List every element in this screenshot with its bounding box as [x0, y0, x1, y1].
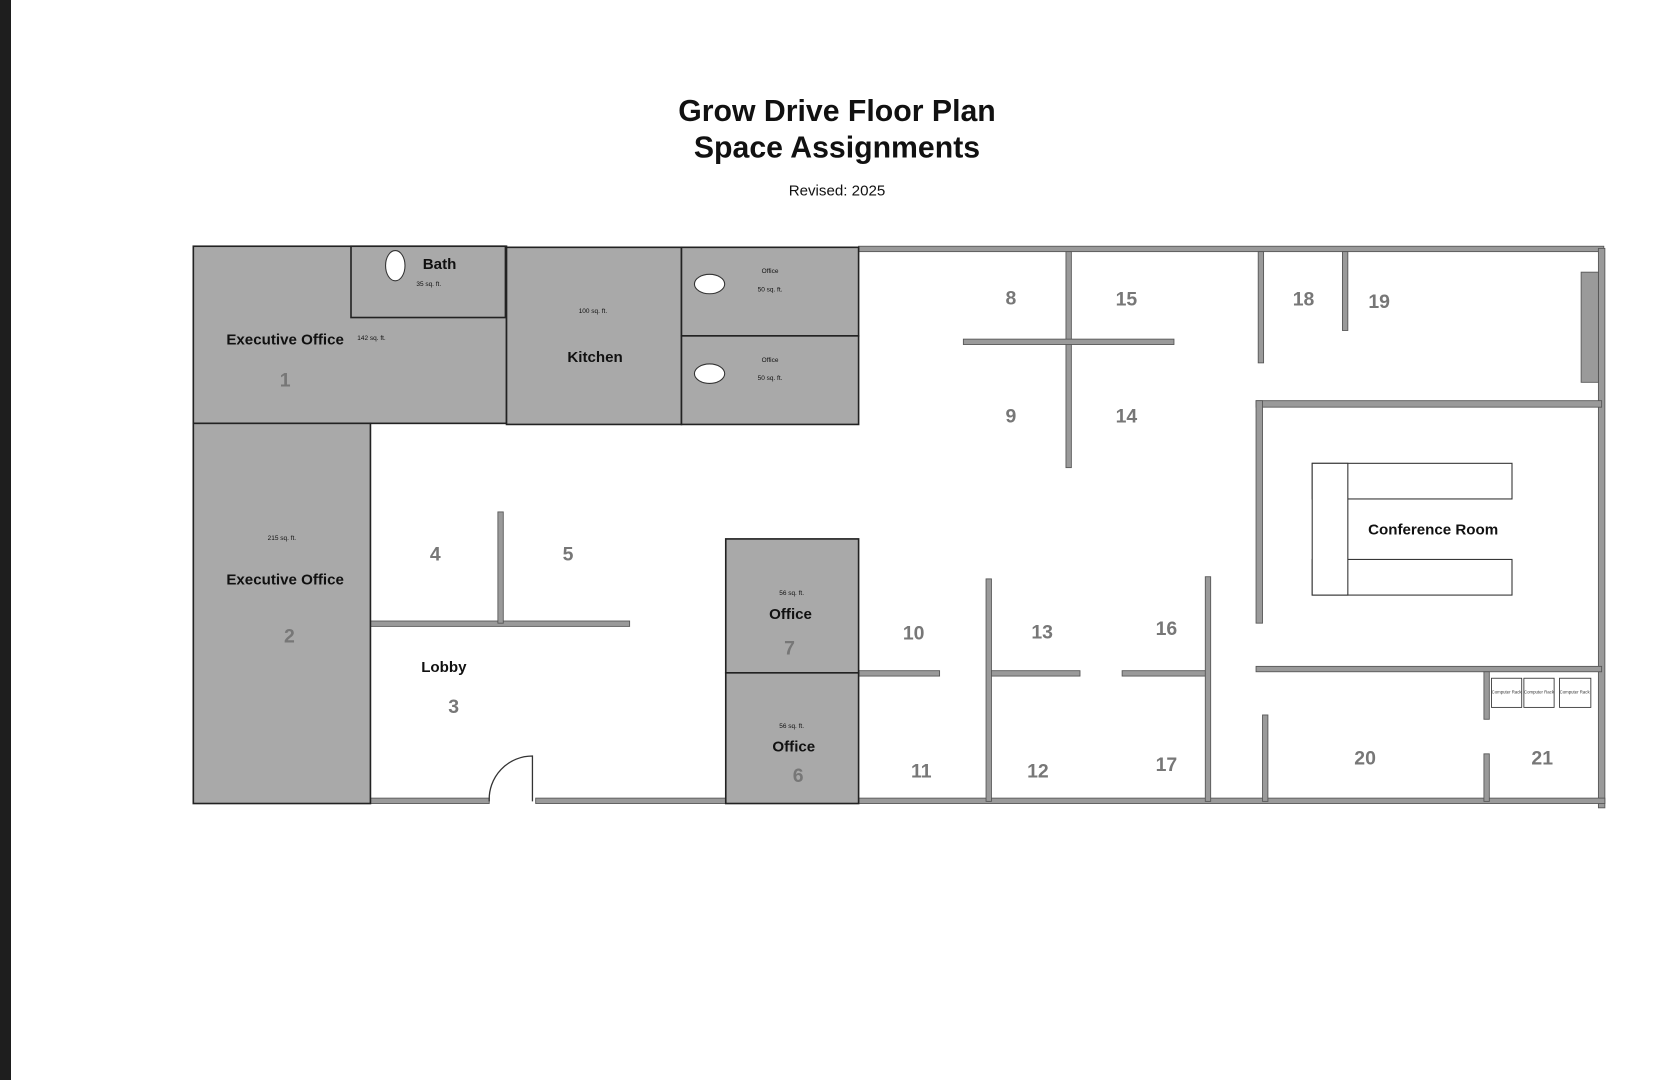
room-bath: Bath 35 sq. ft. — [350, 245, 507, 319]
room-office-6: 56 sq. ft. Office 6 — [724, 672, 860, 805]
toilet-icon — [385, 250, 406, 282]
room-area: 56 sq. ft. — [779, 590, 804, 597]
room-number: 3 — [448, 696, 459, 718]
room-label: Executive Office — [226, 332, 344, 349]
room-area: 35 sq. ft. — [416, 281, 441, 288]
workspace-9: 9 — [1005, 405, 1016, 427]
workspace-13: 13 — [1031, 621, 1053, 643]
workspace-4: 4 — [430, 544, 441, 566]
door-icon — [488, 755, 534, 802]
room-area: 56 sq. ft. — [779, 723, 804, 730]
room-number: 1 — [280, 370, 291, 392]
room-office-7: 56 sq. ft. Office 7 — [724, 538, 860, 674]
workspace-20: 20 — [1354, 748, 1376, 770]
room-number: 7 — [784, 637, 795, 659]
room-label: Office — [769, 606, 812, 623]
room-label: Kitchen — [567, 349, 622, 366]
left-edge-bar — [0, 0, 11, 1080]
room-label: Office — [772, 739, 815, 756]
room-kitchen: 100 sq. ft. Kitchen — [505, 246, 683, 426]
rack-label: Computer Rack — [1524, 689, 1555, 694]
room-lobby: Lobby 3 — [421, 659, 467, 718]
room-area: 50 sq. ft. — [758, 375, 783, 382]
rack-label: Computer Rack — [1492, 689, 1523, 694]
room-number: 2 — [284, 626, 295, 648]
room-office-b: Office 50 sq. ft. — [680, 335, 860, 426]
workspace-19: 19 — [1368, 291, 1390, 313]
workspace-5: 5 — [563, 544, 574, 566]
room-label: Conference Room — [1368, 522, 1498, 539]
workspace-17: 17 — [1156, 754, 1178, 776]
room-executive-office-2: 215 sq. ft. Executive Office 2 — [192, 422, 372, 805]
room-office-a: Office 50 sq. ft. — [680, 246, 860, 337]
room-label: Bath — [423, 256, 457, 273]
title-line-1: Grow Drive Floor Plan — [678, 95, 996, 128]
toilet-icon — [693, 363, 726, 384]
room-label: Executive Office — [226, 571, 344, 588]
workspace-14: 14 — [1116, 405, 1138, 427]
rack-label: Computer Rack — [1560, 689, 1591, 694]
workspace-8: 8 — [1005, 288, 1016, 310]
revised-date: Revised: 2025 — [789, 182, 886, 199]
room-number: 6 — [793, 765, 804, 787]
room-area: 142 sq. ft. — [357, 335, 386, 342]
workspace-16: 16 — [1156, 618, 1178, 640]
walls — [370, 245, 1606, 809]
room-label: Lobby — [421, 659, 467, 676]
room-area: 100 sq. ft. — [579, 308, 608, 315]
room-label: Office — [762, 268, 779, 275]
workspace-12: 12 — [1027, 761, 1049, 783]
workspace-18: 18 — [1293, 289, 1315, 311]
title-line-2: Space Assignments — [694, 132, 980, 165]
room-area: 215 sq. ft. — [268, 535, 297, 542]
workspace-numbers: 4 5 8 9 10 11 12 13 14 15 16 17 18 19 20… — [430, 288, 1553, 783]
toilet-icon — [693, 273, 726, 295]
workspace-10: 10 — [903, 622, 925, 644]
workspace-21: 21 — [1531, 748, 1553, 770]
workspace-15: 15 — [1116, 289, 1138, 311]
room-conference: Conference Room — [1311, 462, 1513, 596]
workspace-11: 11 — [911, 761, 932, 783]
room-label: Office — [762, 357, 779, 364]
computer-racks: Computer Rack Computer Rack Computer Rac… — [1491, 677, 1592, 708]
room-executive-office-1: Executive Office 142 sq. ft. 1 — [192, 245, 508, 425]
room-area: 50 sq. ft. — [758, 287, 783, 294]
